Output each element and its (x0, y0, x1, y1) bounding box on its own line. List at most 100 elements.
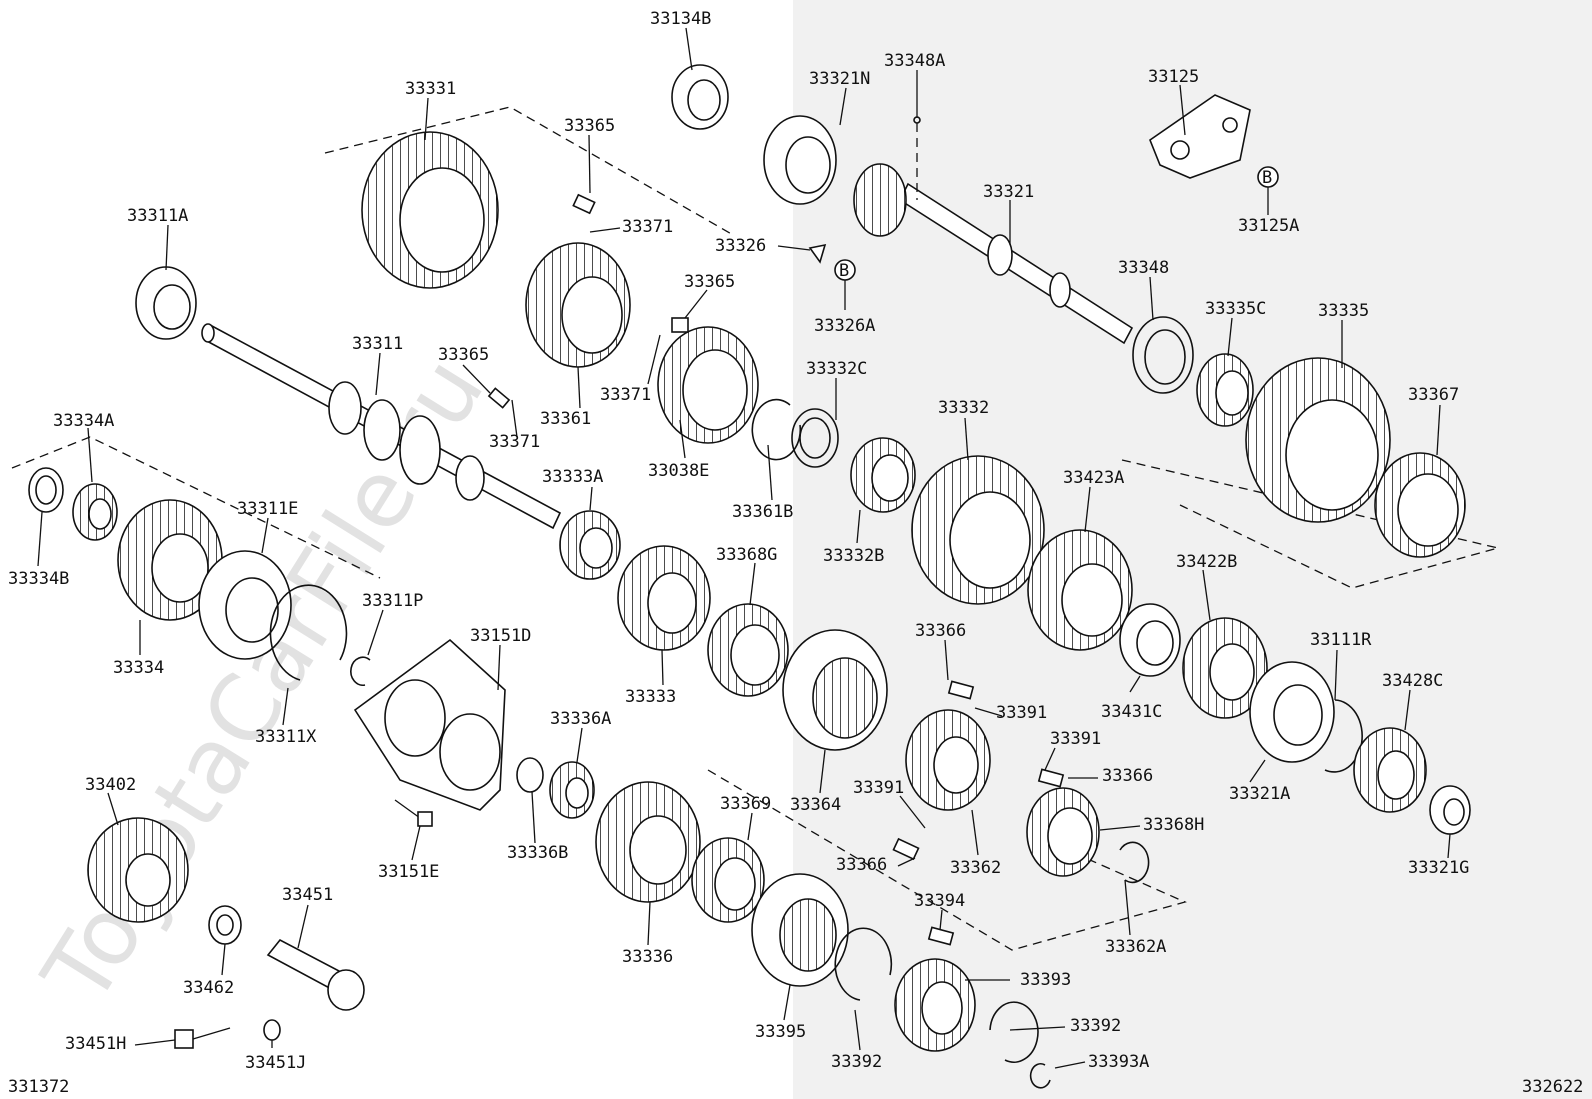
callout-b-1: B (1257, 166, 1279, 188)
part-label: 33311 (352, 334, 403, 354)
gear-33332 (911, 455, 1045, 605)
group-outline-right (1121, 459, 1499, 589)
small-parts (487, 116, 1065, 946)
part-label: 33333 (625, 687, 676, 707)
snap-ring-33361B (751, 398, 802, 461)
part-label: 33364 (790, 795, 841, 815)
group-outlines (11, 106, 1499, 951)
part-label: 33334 (113, 658, 164, 678)
part-label: 33326 (715, 236, 766, 256)
part-label: 33335 (1318, 301, 1369, 321)
part-label: 33391 (996, 703, 1047, 723)
part-label: 33366 (1102, 766, 1153, 786)
washer-33462 (208, 905, 242, 945)
part-label: 33366 (836, 855, 887, 875)
part-label: 33321G (1408, 858, 1469, 878)
part-label: 33368G (716, 545, 777, 565)
part-label: 33334A (53, 411, 114, 431)
bearing-33311E (198, 550, 292, 660)
washer-33451J (263, 1019, 281, 1041)
part-label: 33402 (85, 775, 136, 795)
part-label: 33393A (1088, 1052, 1149, 1072)
part-label: 33361B (732, 502, 793, 522)
group-outline-bottom (707, 769, 1187, 951)
leader-lines (37, 27, 1451, 1069)
part-label: 33311X (255, 727, 317, 747)
bearing-33332B (850, 437, 916, 513)
part-label: 33369 (720, 794, 771, 814)
counter-shaft-33321 (853, 163, 1134, 345)
part-label: 33428C (1382, 671, 1443, 691)
bearing-33336A (549, 761, 595, 819)
part-label: 33125A (1238, 216, 1299, 236)
part-label: 33361 (540, 409, 591, 429)
part-label: 33332 (938, 398, 989, 418)
part-label: 33321 (983, 182, 1034, 202)
shaft-33451 (266, 938, 365, 1011)
bearing-33321G (1429, 785, 1471, 835)
part-label: 33326A (814, 316, 875, 336)
bearing-33321N (763, 115, 837, 205)
clip-33393A (1029, 1063, 1051, 1089)
part-label: 33394 (914, 891, 965, 911)
bearing-33335C (1196, 353, 1254, 427)
part-label: 33348 (1118, 258, 1169, 278)
bearing-33333A (559, 510, 621, 580)
bearing-33334A (72, 483, 118, 541)
gear-33423A (1027, 529, 1133, 651)
diagram-code-right: 332622 (1522, 1077, 1583, 1097)
snap-ring-33111R (1324, 699, 1363, 773)
sleeve-33364 (782, 629, 888, 751)
part-label: 33362A (1105, 937, 1166, 957)
ring-33367 (1374, 452, 1466, 558)
part-label: 33336A (550, 709, 611, 729)
diagram-code-left: 331372 (8, 1077, 69, 1097)
part-label: 33367 (1408, 385, 1459, 405)
part-label: 33311P (362, 591, 423, 611)
part-label: 33335C (1205, 299, 1266, 319)
part-label: 33431C (1101, 702, 1162, 722)
part-label: 33462 (183, 978, 234, 998)
part-label: 33366 (915, 621, 966, 641)
part-label: 33451 (282, 885, 333, 905)
gear-33422B (1182, 617, 1268, 719)
part-label: 33321N (809, 69, 870, 89)
collar-33431C (1119, 603, 1181, 677)
part-label: 33348A (884, 51, 945, 71)
sleeve-33331 (361, 131, 499, 289)
part-label: 33134B (650, 9, 711, 29)
washer-33336B (516, 757, 544, 793)
part-label: 33151E (378, 862, 439, 882)
snap-ring-33311X (269, 584, 348, 681)
part-labels: 33134B 33348A 33331 33321N 33125 33365 3… (8, 9, 1583, 1097)
part-label: 33362 (950, 858, 1001, 878)
group-outline-left (11, 436, 381, 579)
part-label: 33336 (622, 947, 673, 967)
part-label: 33395 (755, 1022, 806, 1042)
part-label: 33422B (1176, 552, 1237, 572)
svg-text:B: B (839, 261, 849, 281)
gear-33428C (1353, 727, 1427, 813)
snap-ring-33392-left (834, 927, 893, 1001)
gear-33335 (1245, 357, 1391, 523)
part-label: 33321A (1229, 784, 1290, 804)
ring-33369 (691, 837, 765, 923)
part-label: 33368H (1143, 815, 1204, 835)
gear-33333 (617, 545, 711, 651)
part-label: 33111R (1310, 630, 1372, 650)
gear-33402 (87, 817, 189, 923)
part-label: 33334B (8, 569, 69, 589)
plate-33151D (353, 638, 506, 811)
input-shaft-33311 (201, 323, 562, 530)
washer-33334B (28, 467, 64, 513)
gear-33336 (595, 781, 701, 903)
ring-33368H (1026, 787, 1100, 877)
bearing-33134B (671, 64, 729, 130)
parts: B B (28, 64, 1471, 1089)
callout-b-2: B (834, 259, 856, 281)
group-outline-top (324, 106, 736, 237)
washer-33332C (791, 408, 839, 468)
part-label: 33371 (600, 385, 651, 405)
part-label: 33451J (245, 1053, 306, 1073)
